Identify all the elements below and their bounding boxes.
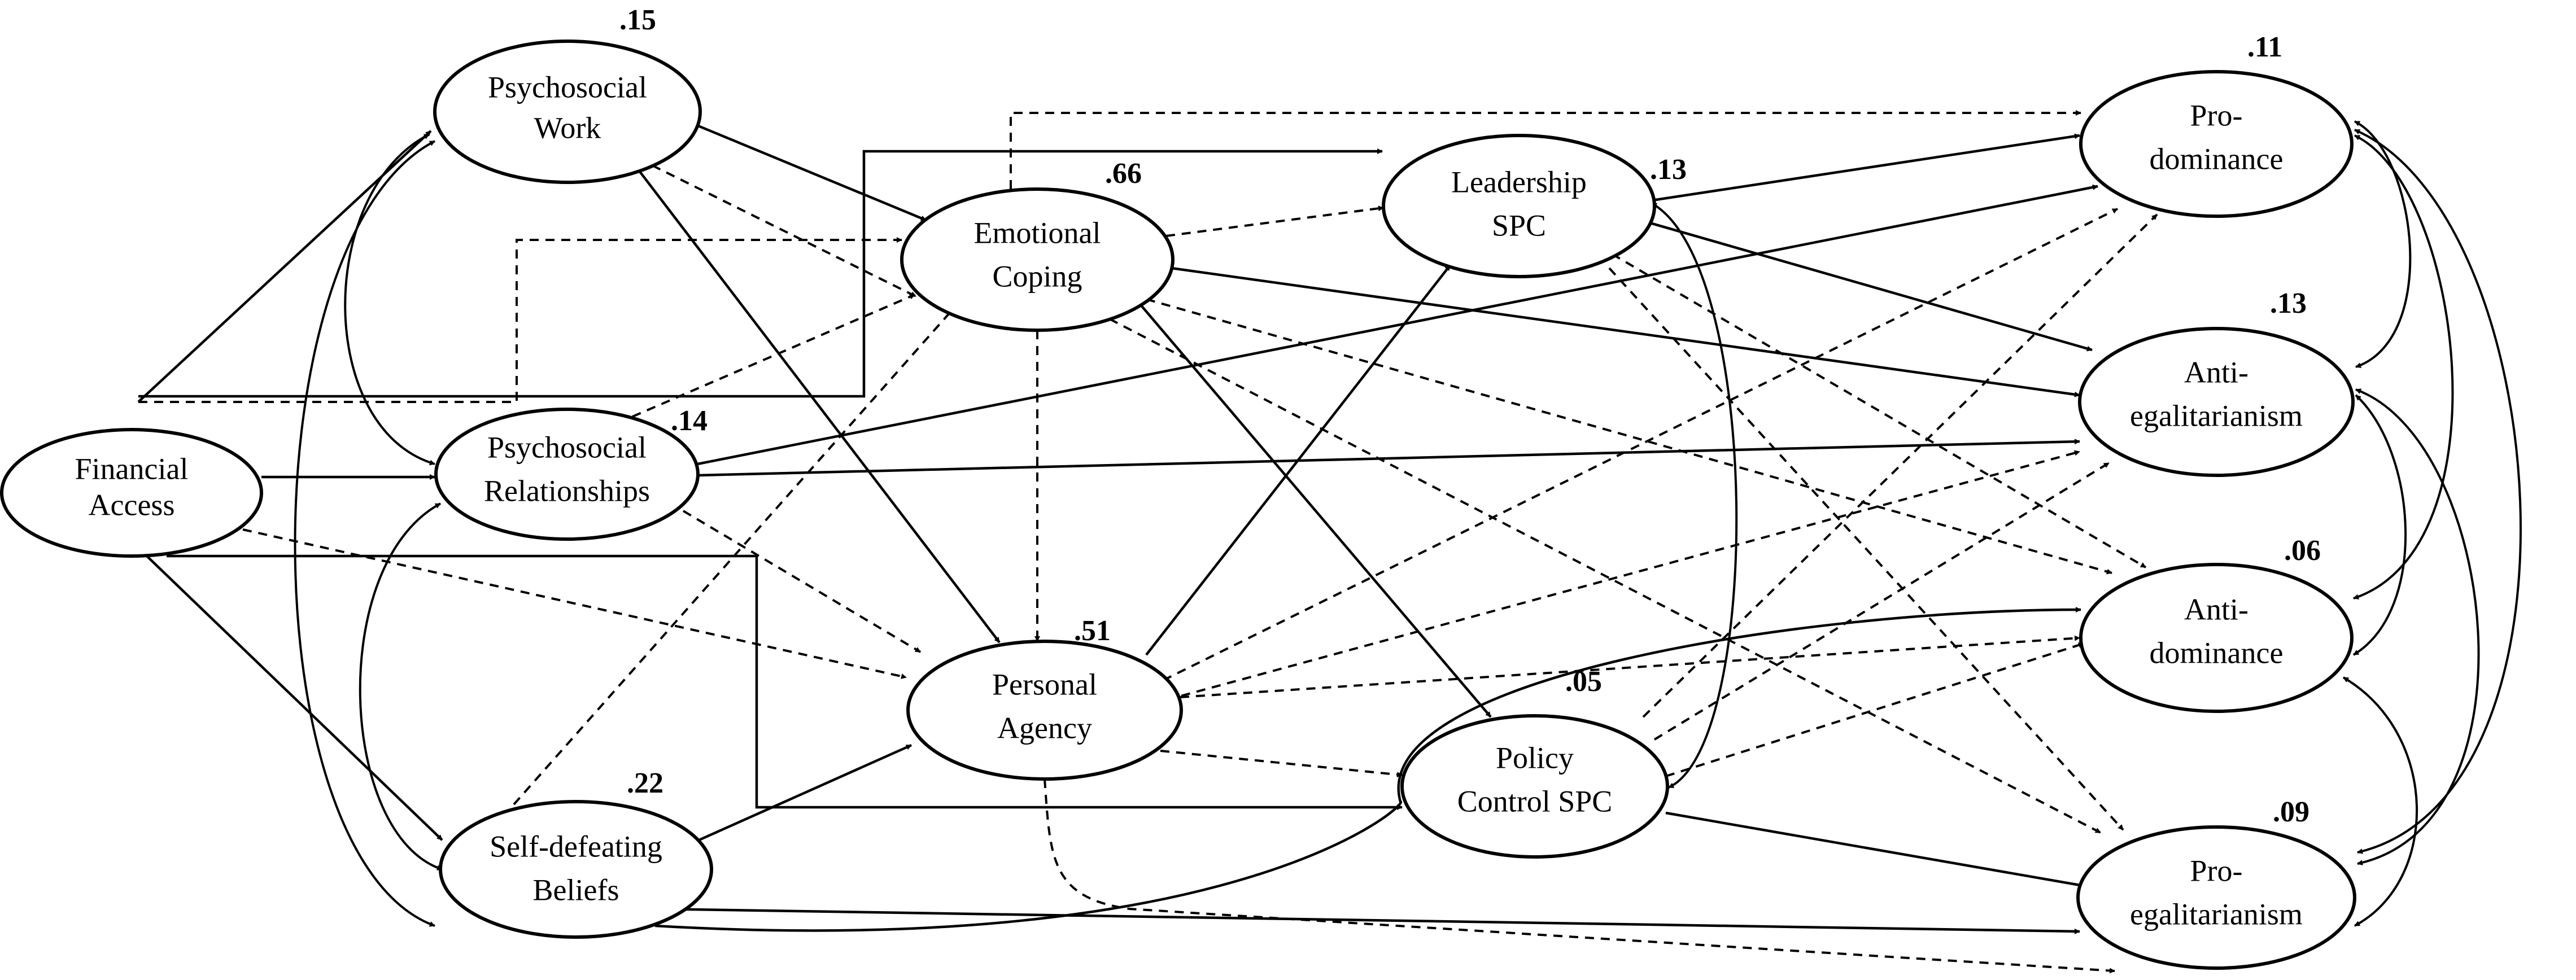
node-label: dominance — [2150, 636, 2284, 670]
node-label: Anti- — [2184, 592, 2248, 626]
node-label: Access — [89, 488, 175, 522]
r2-value: .05 — [1565, 666, 1602, 698]
node-label: Relationships — [484, 474, 650, 508]
node-leadership-spc: Leadership SPC .13 — [1382, 134, 1687, 278]
path-arrow-psychosocial-relationships-to-emotional-coping — [632, 294, 915, 418]
r2-value: .11 — [2247, 31, 2282, 63]
covariance-leadership-spc-policy-control-spc — [1651, 202, 1738, 789]
node-label: dominance — [2150, 142, 2284, 176]
path-arrow-emotional-coping-to-anti-egalitarianism — [1171, 266, 2080, 397]
node-pro-egalitarianism: Pro- egalitarianism .09 — [2076, 796, 2356, 970]
node-label: Pro- — [2190, 98, 2243, 132]
covariance-anti-egalitarianism-pro-egalitarianism — [2355, 388, 2480, 865]
node-self-defeating-beliefs: Self-defeating Beliefs .22 — [439, 767, 713, 939]
covariance-psychosocial-work-self-defeating-beliefs — [294, 140, 435, 927]
path-arrow-leadership-spc-to-pro-egalitarianism — [1608, 267, 2124, 831]
node-anti-egalitarianism: Anti- egalitarianism .13 — [2078, 287, 2355, 477]
r2-value: .66 — [1105, 158, 1142, 190]
path-arrow-policy-control-spc-to-anti-egalitarianism — [1653, 462, 2110, 741]
node-label: Pro- — [2190, 854, 2243, 887]
node-label: Emotional — [974, 216, 1101, 250]
node-label: Personal — [992, 667, 1097, 701]
path-arrow-leadership-spc-to-pro-dominance — [1651, 133, 2080, 202]
node-financial-access: Financial Access — [0, 428, 263, 558]
path-arrow-personal-agency-to-anti-egalitarianism — [1165, 450, 2080, 701]
r2-value: .09 — [2273, 796, 2309, 828]
path-arrow-leadership-spc-to-anti-egalitarianism — [1640, 218, 2093, 352]
covariance-psychosocial-relationships-self-defeating-beliefs — [359, 502, 443, 870]
node-label: Anti- — [2184, 355, 2248, 389]
r2-value: .51 — [1074, 615, 1111, 647]
path-arrow-psychosocial-work-to-personal-agency — [637, 168, 1001, 644]
path-arrow-psychosocial-relationships-to-personal-agency — [682, 510, 922, 653]
covariance-anti-egalitarianism-anti-dominance — [2352, 394, 2407, 656]
path-arrow-financial-access-to-self-defeating-beliefs — [146, 555, 443, 841]
path-arrow-financial-access-to-personal-agency — [242, 528, 907, 679]
path-arrow-leadership-spc-to-anti-dominance — [1611, 253, 2147, 568]
path-arrow-psychosocial-work-to-emotional-coping — [683, 118, 927, 222]
path-arrow-self-defeating-beliefs-to-anti-dominance — [654, 607, 2081, 932]
path-arrows — [137, 110, 2158, 974]
path-arrow-emotional-coping-to-policy-control-spc — [1139, 304, 1492, 718]
covariance-psychosocial-work-psychosocial-relationships — [344, 133, 435, 466]
r2-value: .15 — [619, 4, 656, 36]
path-arrow-financial-access-to-leadership-spc — [138, 148, 1383, 398]
path-arrow-personal-agency-to-leadership-spc — [1145, 264, 1451, 656]
node-label: Beliefs — [533, 873, 619, 907]
node-personal-agency: Personal Agency .51 — [906, 615, 1183, 781]
node-label: egalitarianism — [2130, 399, 2303, 432]
path-arrow-psychosocial-relationships-to-anti-egalitarianism — [697, 439, 2080, 477]
covariance-arcs — [294, 120, 2522, 927]
covariance-pro-dominance-pro-egalitarianism — [2354, 129, 2522, 854]
path-arrow-policy-control-spc-to-pro-egalitarianism — [1665, 811, 2087, 889]
node-label: Financial — [75, 452, 189, 485]
node-label: Policy — [1496, 741, 1574, 775]
path-arrow-financial-access-to-psychosocial-work — [137, 130, 432, 403]
path-arrow-emotional-coping-to-pro-egalitarianism — [1109, 318, 2101, 834]
path-arrow-personal-agency-to-policy-control-spc — [1160, 750, 1403, 778]
path-arrow-personal-agency-to-anti-dominance — [1180, 635, 2080, 698]
covariance-anti-dominance-pro-egalitarianism — [2342, 676, 2418, 927]
path-arrow-self-defeating-beliefs-to-personal-agency — [698, 743, 912, 842]
path-arrow-emotional-coping-to-anti-dominance — [1146, 298, 2112, 575]
node-anti-dominance: Anti- dominance .06 — [2079, 535, 2354, 713]
r2-value: .13 — [1650, 154, 1687, 186]
r2-value: .22 — [627, 767, 663, 799]
node-pro-dominance: Pro- dominance .11 — [2079, 31, 2354, 218]
node-label: Control SPC — [1457, 784, 1613, 818]
node-label: egalitarianism — [2130, 897, 2303, 931]
r2-value: .14 — [671, 405, 708, 437]
node-label: Self-defeating — [490, 829, 662, 863]
path-arrow-emotional-coping-to-leadership-spc — [1165, 205, 1384, 237]
r2-value: .06 — [2284, 535, 2321, 567]
node-label: Psychosocial — [488, 70, 647, 104]
r2-value: .13 — [2270, 287, 2307, 320]
node-emotional-coping: Emotional Coping .66 — [900, 158, 1175, 332]
node-label: Agency — [997, 711, 1092, 745]
covariance-pro-dominance-anti-dominance — [2353, 134, 2454, 600]
node-label: Work — [534, 111, 601, 145]
node-label: Psychosocial — [487, 430, 647, 464]
path-arrow-psychosocial-relationships-to-pro-dominance — [697, 184, 2098, 466]
node-psychosocial-relationships: Psychosocial Relationships .14 — [434, 405, 708, 541]
path-arrow-personal-agency-to-pro-dominance — [1163, 208, 2118, 681]
node-label: SPC — [1492, 208, 1546, 242]
node-psychosocial-work: Psychosocial Work .15 — [433, 4, 702, 184]
path-arrow-psychosocial-work-to-emotional-coping — [652, 164, 916, 298]
path-arrow-policy-control-spc-to-anti-dominance — [1665, 642, 2084, 777]
node-label: Leadership — [1451, 165, 1587, 199]
node-label: Coping — [992, 259, 1082, 293]
path-arrow-financial-access-to-emotional-coping — [138, 237, 902, 403]
path-arrow-personal-agency-to-pro-egalitarianism — [1044, 778, 2115, 974]
path-arrow-self-defeating-beliefs-to-pro-egalitarianism — [654, 907, 2080, 934]
node-policy-control-spc: Policy Control SPC .05 — [1400, 666, 1669, 859]
path-arrow-financial-access-to-policy-control-spc — [167, 554, 1403, 810]
